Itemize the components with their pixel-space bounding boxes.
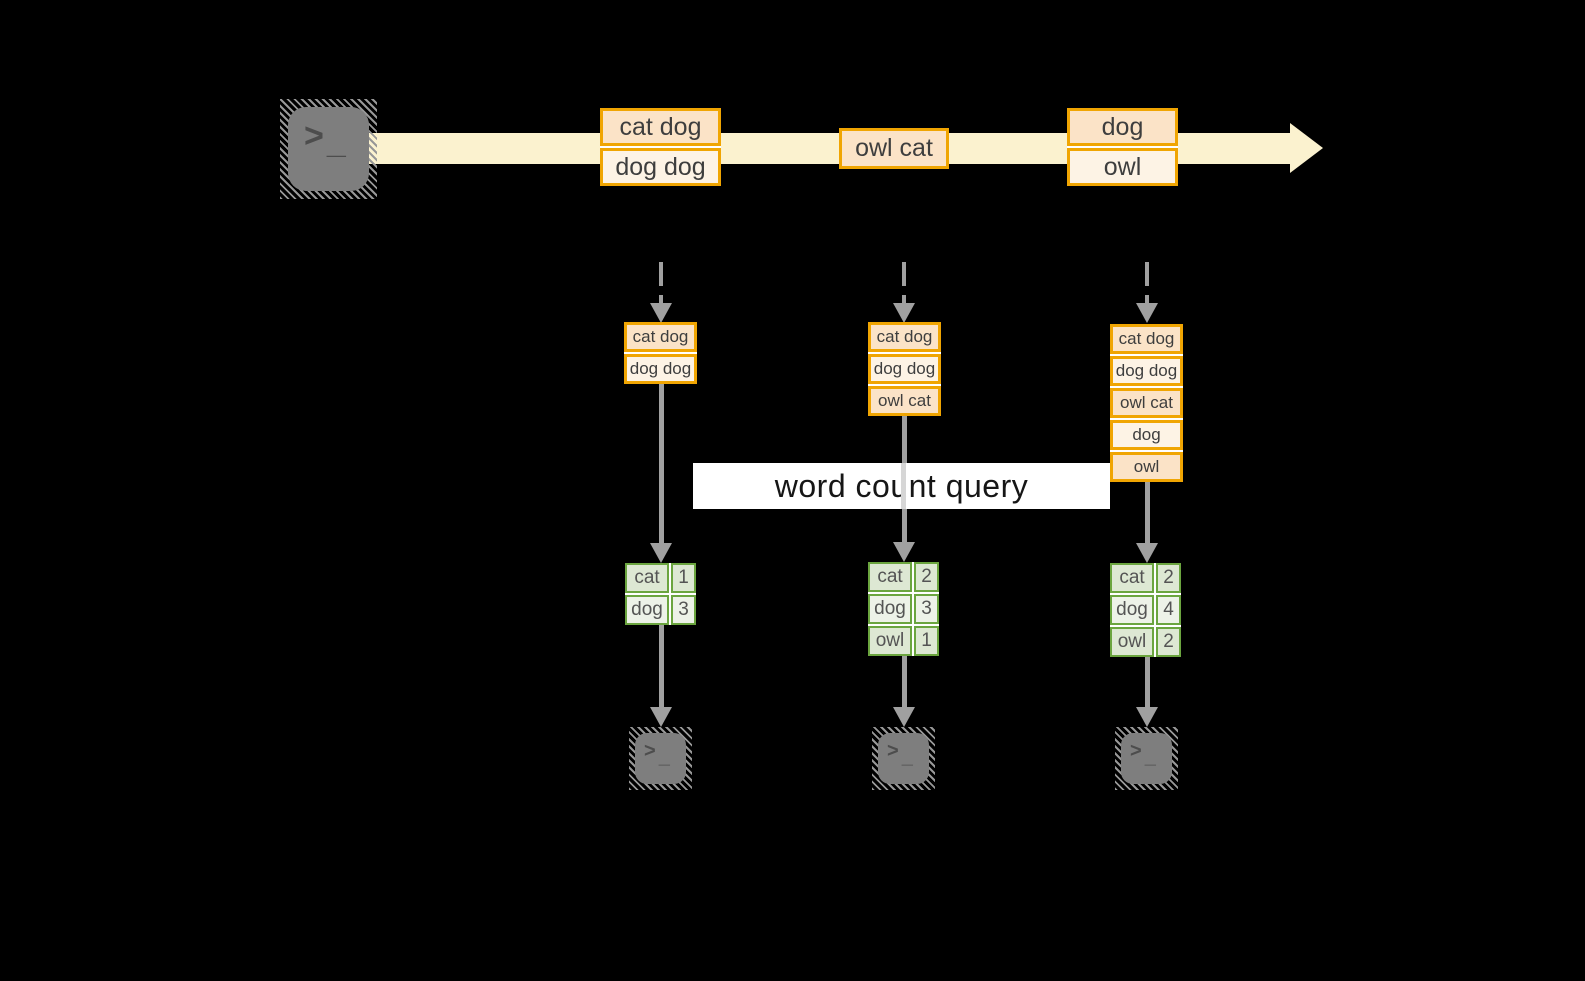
terminal-cursor-icon: _ xyxy=(326,123,346,161)
output-terminal-icon: > _ xyxy=(872,727,935,790)
arrow-line xyxy=(1145,262,1149,303)
stream-record: dog dog xyxy=(600,148,721,186)
output-terminal-icon: > _ xyxy=(629,727,692,790)
input-row: dog dog xyxy=(868,354,941,384)
arrow-line xyxy=(659,262,663,303)
input-row: dog dog xyxy=(624,354,697,384)
result-word-cell: dog xyxy=(868,594,912,624)
result-word-cell: cat xyxy=(1110,563,1154,593)
query-arrow xyxy=(650,384,672,563)
arrow-head-icon xyxy=(893,707,915,727)
input-row: owl cat xyxy=(1110,388,1183,418)
result-count-cell: 3 xyxy=(671,595,696,625)
arrow-head-icon xyxy=(650,543,672,563)
arrow-head-icon xyxy=(893,303,915,323)
terminal-cursor-icon: _ xyxy=(1144,746,1156,768)
input-row: cat dog xyxy=(1110,324,1183,354)
arrow-head-icon xyxy=(650,303,672,323)
stream-record-batch: cat dog dog dog xyxy=(600,108,721,186)
terminal-screen: > _ xyxy=(878,733,929,784)
result-count-cell: 4 xyxy=(1156,595,1181,625)
input-table: cat dog dog dog owl cat dog owl xyxy=(1110,324,1183,482)
arrow-head-icon xyxy=(893,542,915,562)
input-table: cat dog dog dog xyxy=(624,322,697,384)
arrow-head-icon xyxy=(1136,303,1158,323)
terminal-cursor-icon: _ xyxy=(901,746,913,768)
arrow-line xyxy=(901,656,907,707)
arrow-line xyxy=(901,463,906,509)
arrow-line xyxy=(1144,657,1150,707)
input-row: dog dog xyxy=(1110,356,1183,386)
result-count-cell: 1 xyxy=(914,626,939,656)
result-word-cell: cat xyxy=(868,562,912,592)
query-arrow xyxy=(1136,482,1158,563)
input-table: cat dog dog dog owl cat xyxy=(868,322,941,416)
arrow-line xyxy=(902,262,906,303)
stream-record-batch: dog owl xyxy=(1067,108,1178,186)
stream-to-table-arrow xyxy=(1136,262,1158,323)
arrow-line xyxy=(658,625,664,707)
result-word-cell: owl xyxy=(868,626,912,656)
arrow-head-icon xyxy=(650,707,672,727)
terminal-cursor-icon: _ xyxy=(658,746,670,768)
arrow-line xyxy=(658,384,664,543)
result-count-cell: 2 xyxy=(914,562,939,592)
terminal-screen: > _ xyxy=(1121,733,1172,784)
output-terminal-icon: > _ xyxy=(1115,727,1178,790)
input-row: dog xyxy=(1110,420,1183,450)
result-table: cat 1 dog 3 xyxy=(625,563,696,625)
arrow-head-icon xyxy=(1136,543,1158,563)
result-table: cat 2 dog 3 owl 1 xyxy=(868,562,939,656)
result-arrow xyxy=(893,656,915,727)
result-count-cell: 3 xyxy=(914,594,939,624)
arrow-head-icon xyxy=(1136,707,1158,727)
result-word-cell: dog xyxy=(625,595,669,625)
input-row: cat dog xyxy=(624,322,697,352)
stream-record: owl cat xyxy=(839,128,949,169)
source-terminal-icon: > _ xyxy=(280,99,377,199)
terminal-prompt-icon: > xyxy=(887,740,899,762)
result-word-cell: cat xyxy=(625,563,669,593)
result-table: cat 2 dog 4 owl 2 xyxy=(1110,563,1181,657)
stream-arrow-head xyxy=(1290,123,1323,173)
terminal-prompt-icon: > xyxy=(644,740,656,762)
stream-record-batch: owl cat xyxy=(839,128,949,169)
result-word-cell: owl xyxy=(1110,627,1154,657)
result-arrow xyxy=(650,625,672,727)
result-word-cell: dog xyxy=(1110,595,1154,625)
stream-record: cat dog xyxy=(600,108,721,146)
stream-to-table-arrow xyxy=(650,262,672,323)
terminal-prompt-icon: > xyxy=(304,117,324,155)
input-row: owl xyxy=(1110,452,1183,482)
stream-record: dog xyxy=(1067,108,1178,146)
result-count-cell: 1 xyxy=(671,563,696,593)
terminal-prompt-icon: > xyxy=(1130,740,1142,762)
result-arrow xyxy=(1136,657,1158,727)
terminal-screen: > _ xyxy=(635,733,686,784)
arrow-line xyxy=(1144,482,1150,543)
stream-record: owl xyxy=(1067,148,1178,186)
result-count-cell: 2 xyxy=(1156,563,1181,593)
result-count-cell: 2 xyxy=(1156,627,1181,657)
input-row: owl cat xyxy=(868,386,941,416)
stream-to-table-arrow xyxy=(893,262,915,323)
terminal-screen: > _ xyxy=(288,107,369,191)
input-row: cat dog xyxy=(868,322,941,352)
